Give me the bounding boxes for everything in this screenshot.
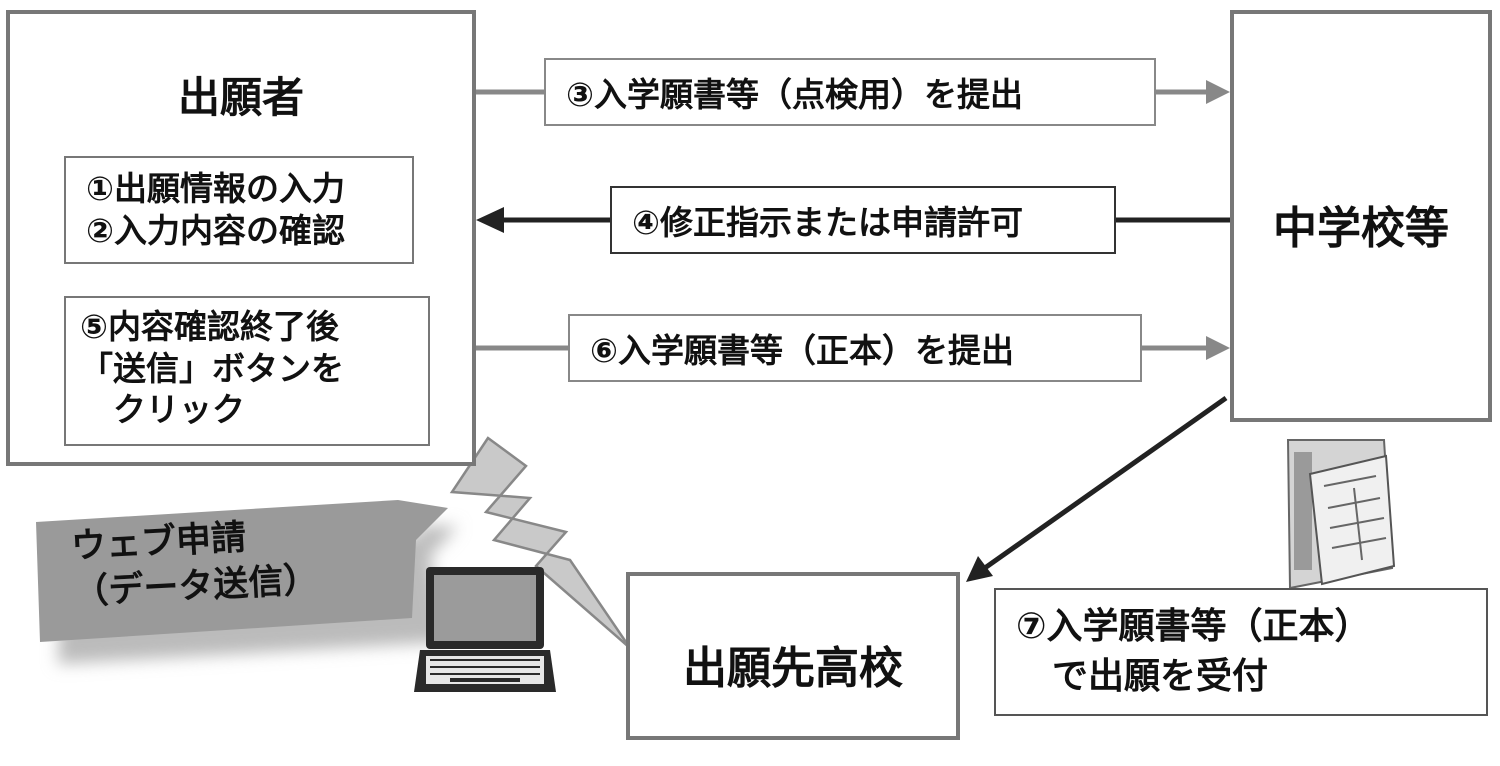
step-6-label: ⑥入学願書等（正本）を提出 <box>568 314 1142 382</box>
application-document-icon <box>1286 439 1396 590</box>
steps-1-2-box: ①出願情報の入力 ②入力内容の確認 <box>64 156 414 264</box>
step-5-box: ⑤内容確認終了後 「送信」ボタンを クリック <box>64 296 430 446</box>
middle-school-box: 中学校等 <box>1230 10 1492 422</box>
step-4-label: ④修正指示または申請許可 <box>610 186 1116 254</box>
high-school-box: 出願先高校 <box>626 572 960 740</box>
steps-1-2-text: ①出願情報の入力 ②入力内容の確認 <box>86 169 345 251</box>
step-3-label: ③入学願書等（点検用）を提出 <box>544 58 1156 126</box>
web-callout-text: ウェブ申請 （データ送信） <box>70 517 320 614</box>
applicant-box: 出願者 ①出願情報の入力 ②入力内容の確認 ⑤内容確認終了後 「送信」ボタンを … <box>6 10 476 466</box>
step-5-text: ⑤内容確認終了後 「送信」ボタンを クリック <box>80 307 344 430</box>
web-callout-bubble <box>36 500 458 664</box>
step-7-text: ⑦入学願書等（正本） で出願を受付 <box>1016 606 1371 697</box>
step-7-box: ⑦入学願書等（正本） で出願を受付 <box>994 588 1488 716</box>
arrow-to-high-school <box>966 395 1228 582</box>
high-school-title: 出願先高校 <box>683 643 903 694</box>
middle-school-title: 中学校等 <box>1273 203 1449 254</box>
laptop-icon <box>414 567 556 692</box>
applicant-title: 出願者 <box>177 73 304 122</box>
